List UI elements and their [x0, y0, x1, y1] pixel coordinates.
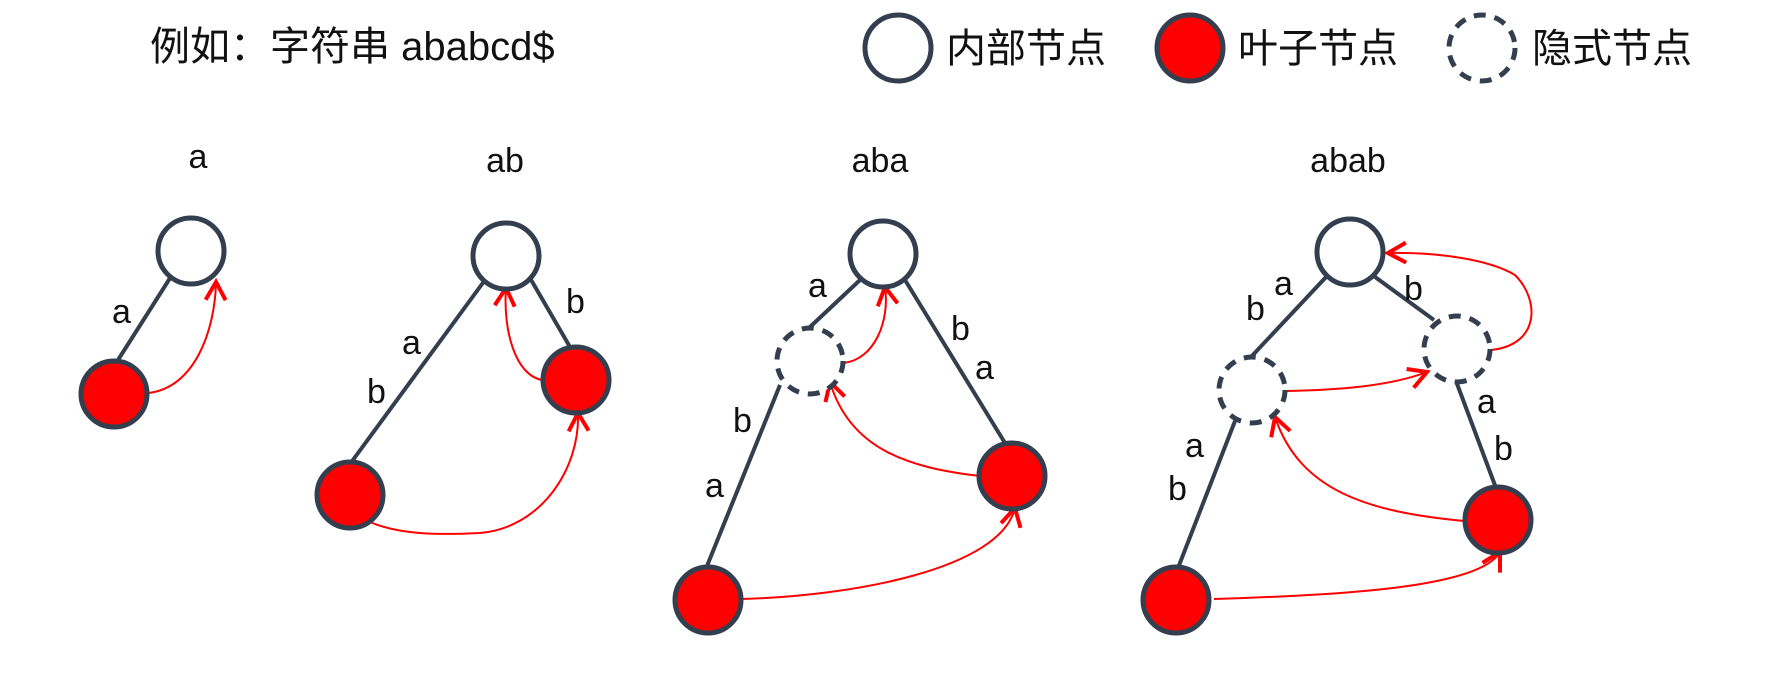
leaf-node — [314, 459, 386, 531]
edge-label: b — [566, 283, 585, 321]
stage-a: a a — [78, 138, 227, 430]
root-node — [155, 215, 227, 287]
edge-label: b — [951, 310, 970, 348]
leaf-node — [540, 344, 612, 416]
edge-label: a — [402, 324, 421, 362]
tree-edge — [705, 384, 782, 567]
suffix-link — [1388, 253, 1533, 351]
stage-ab: ab a b b — [314, 142, 612, 535]
edge-label: b — [367, 373, 386, 411]
edge-label: b — [733, 402, 752, 440]
tree-edge — [116, 273, 174, 362]
stage-label: aba — [852, 142, 909, 180]
legend: 内部节点 叶子节点 隐式节点 — [862, 12, 1692, 84]
stage-aba: aba a b a b a — [672, 142, 1048, 636]
leaf-node — [1140, 564, 1212, 636]
suffix-link — [741, 508, 1015, 600]
edge-label: b — [1404, 270, 1423, 308]
implicit-node — [774, 325, 846, 397]
leaf-node — [672, 564, 744, 636]
suffix-link — [842, 287, 886, 364]
legend-implicit-node-icon — [1446, 12, 1518, 84]
tree-edge — [1176, 420, 1237, 569]
root-node — [847, 218, 919, 290]
page-title: 例如：字符串 ababcd$ — [150, 25, 555, 69]
suffix-link — [369, 413, 578, 535]
tree-edge — [348, 278, 487, 466]
leaf-node — [976, 440, 1048, 512]
suffix-link — [1213, 552, 1500, 600]
suffix-link — [1285, 372, 1427, 392]
edge-label: b — [1168, 470, 1187, 508]
legend-implicit-label: 隐式节点 — [1532, 27, 1692, 71]
suffix-link — [1275, 417, 1465, 522]
implicit-node — [1421, 313, 1493, 385]
legend-leaf-label: 叶子节点 — [1238, 27, 1398, 71]
edge-label: a — [112, 293, 131, 331]
legend-internal-label: 内部节点 — [946, 27, 1106, 71]
suffix-link — [147, 282, 216, 394]
suffix-link — [506, 288, 543, 381]
edge-label: a — [975, 349, 994, 387]
root-node — [470, 220, 542, 292]
suffix-link — [830, 382, 981, 477]
edge-label: b — [1494, 430, 1513, 468]
edge-label: a — [1185, 427, 1204, 465]
root-node — [1314, 216, 1386, 288]
stage-label: a — [189, 138, 208, 176]
tree-edge — [1248, 274, 1329, 360]
leaf-node — [1462, 484, 1534, 556]
stage-label: abab — [1310, 142, 1386, 180]
edge-label: a — [1477, 383, 1496, 421]
edge-label: a — [705, 467, 724, 505]
tree-edge — [1369, 272, 1436, 322]
tree-edge — [903, 278, 1007, 445]
edge-label: a — [808, 267, 827, 305]
legend-leaf-node-icon — [1154, 12, 1226, 84]
stage-abab: abab b a b a b a b — [1140, 142, 1534, 636]
legend-internal-node-icon — [862, 12, 934, 84]
edge-label: a — [1274, 265, 1293, 303]
stage-label: ab — [486, 142, 524, 180]
edge-label: b — [1246, 290, 1265, 328]
tree-edge — [1454, 380, 1498, 489]
leaf-node — [78, 358, 150, 430]
tree-edge — [528, 276, 572, 349]
tree-edge — [808, 278, 862, 329]
implicit-node — [1216, 354, 1288, 426]
